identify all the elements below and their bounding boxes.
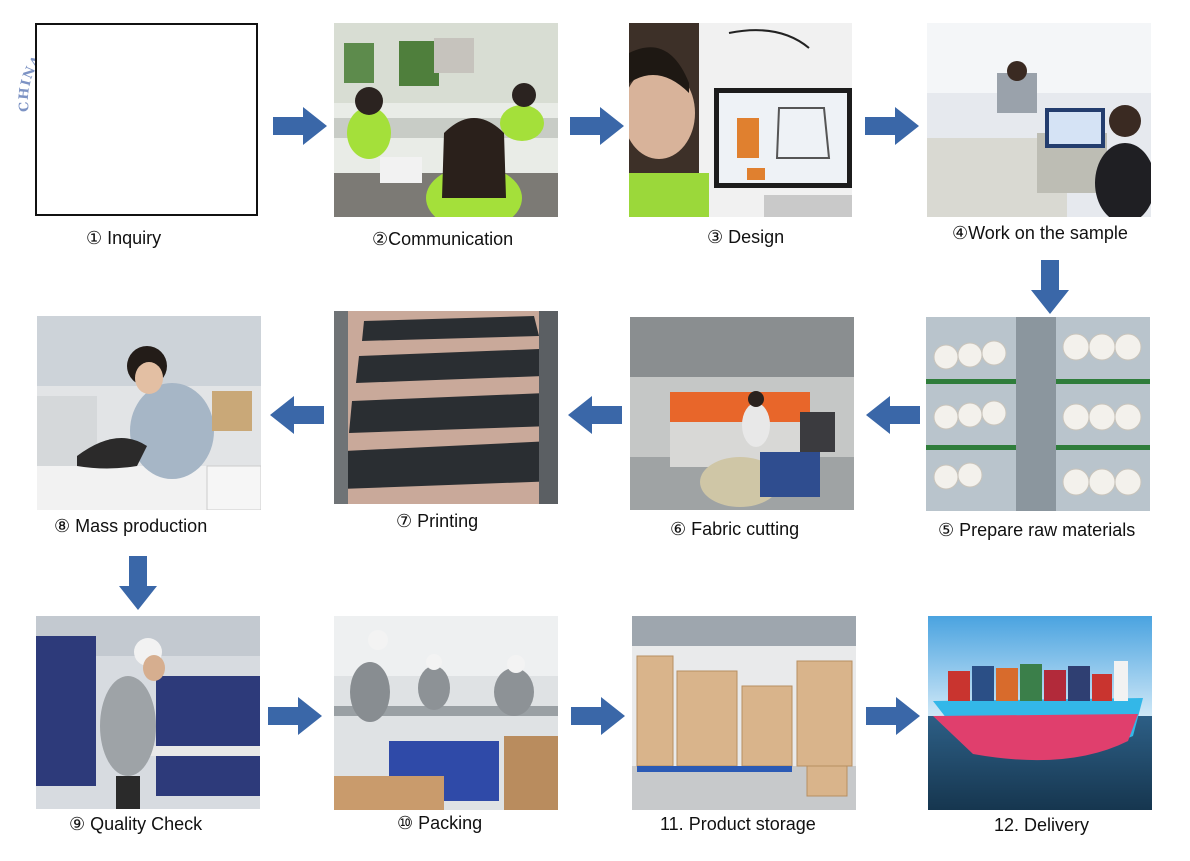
step-label-mass-production: ⑧ Mass production: [54, 516, 208, 536]
printing-photo: [334, 311, 558, 504]
inquiry-photo: [35, 23, 258, 216]
arrow-right-icon: [268, 697, 322, 735]
step-label-inquiry: ① Inquiry: [86, 228, 162, 248]
arrow-right-icon: [571, 697, 625, 735]
arrow-right-icon: [866, 697, 920, 735]
step-label-product-storage: 11. Product storage: [660, 814, 816, 834]
arrow-left-icon: [568, 396, 622, 434]
step-label-packing: ⑩ Packing: [397, 813, 483, 833]
design-photo: [629, 23, 852, 217]
quality-check-photo: [36, 616, 260, 809]
fabric-cutting-photo: [630, 317, 854, 510]
step-label-communication: ②Communication: [372, 229, 514, 249]
step-label-design: ③ Design: [707, 227, 785, 247]
sample-photo: [927, 23, 1151, 217]
step-label-delivery: 12. Delivery: [994, 815, 1090, 835]
arrow-right-icon: [570, 107, 624, 145]
step-label-work-on-sample: ④Work on the sample: [952, 223, 1128, 243]
arrow-right-icon: [273, 107, 327, 145]
step-label-fabric-cutting: ⑥ Fabric cutting: [670, 519, 800, 539]
step-label-quality-check: ⑨ Quality Check: [69, 814, 203, 834]
arrow-down-icon: [1031, 260, 1069, 314]
communication-photo: [334, 23, 558, 217]
mass-production-photo: [37, 316, 261, 510]
arrow-left-icon: [270, 396, 324, 434]
step-label-prepare-raw-materials: ⑤ Prepare raw materials: [938, 520, 1136, 540]
step-label-printing: ⑦ Printing: [396, 511, 479, 531]
arrow-right-icon: [865, 107, 919, 145]
delivery-photo: [928, 616, 1152, 810]
arrow-left-icon: [866, 396, 920, 434]
raw-materials-photo: [926, 317, 1150, 511]
packing-photo: [334, 616, 558, 810]
arrow-down-icon: [119, 556, 157, 610]
product-storage-photo: [632, 616, 856, 810]
